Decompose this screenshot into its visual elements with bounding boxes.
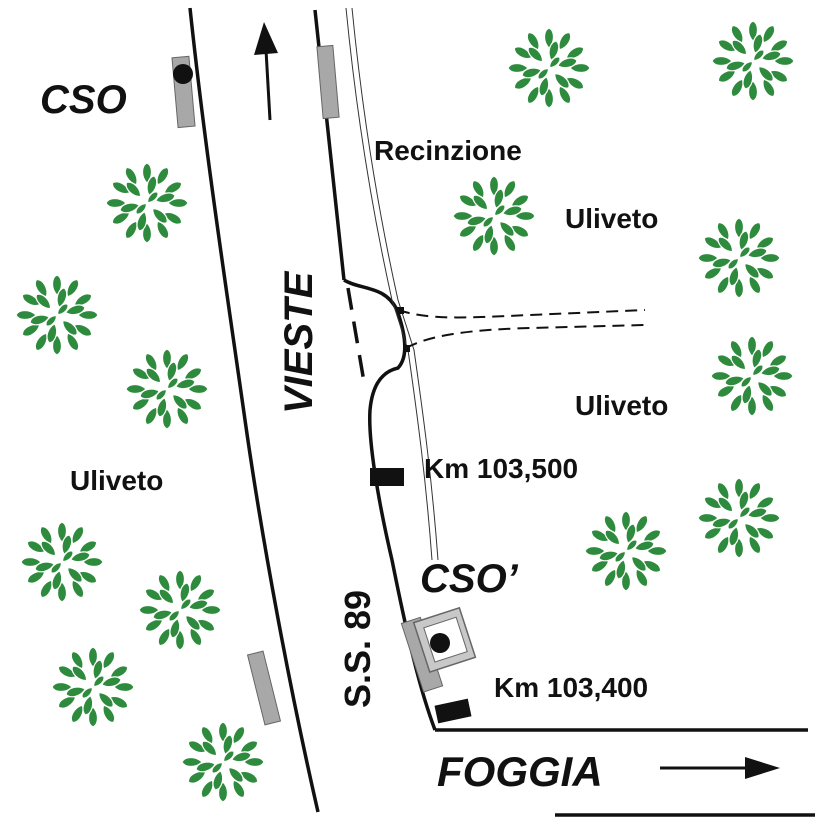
arrow-up-icon [254,22,278,121]
olive-tree-icon [711,336,793,416]
olive-tree-icon [698,478,780,558]
olive-tree-icon [126,349,208,429]
gate-post-south [403,345,410,352]
km-marker-103500 [370,468,404,486]
olive-tree-icon [106,163,188,243]
slab-top-right [316,44,340,120]
label-cso-prime: CSO’ [420,557,519,601]
olive-tree-icon [52,647,134,727]
track-dashed-north [397,309,646,319]
olive-tree-icon [182,722,264,802]
olive-tree-icon [453,176,535,256]
label-uliveto-top-right: Uliveto [565,203,658,234]
label-recinzione: Recinzione [374,135,522,166]
track-dashed-south [405,324,646,349]
slab-bottom-left [246,650,282,726]
arrow-right-icon [660,757,780,779]
road-edge-west [188,7,320,813]
olive-tree-icon [712,21,794,101]
olive-tree-icon [21,522,103,602]
olive-tree-icon [139,570,221,650]
gate-post-north [397,307,404,314]
fence-line-inner [351,7,439,561]
km-marker-103400 [434,698,472,724]
label-km-103500: Km 103,500 [424,453,578,484]
olive-tree-icon [698,218,780,298]
label-uliveto-left: Uliveto [70,465,163,496]
cso-prime-point [430,633,450,653]
label-cso: CSO [40,78,127,122]
cso-point [173,64,193,84]
label-vieste: VIESTE [277,270,321,414]
layby-dashed-closure [346,287,366,383]
label-road-name: S.S. 89 [337,590,378,708]
fence-line-outer [345,7,433,561]
label-foggia: FOGGIA [437,748,603,795]
label-uliveto-mid-right: Uliveto [575,390,668,421]
label-km-103400: Km 103,400 [494,672,648,703]
olive-tree-icon [585,511,667,591]
olive-tree-icon [16,275,98,355]
olive-tree-icon [508,28,590,108]
